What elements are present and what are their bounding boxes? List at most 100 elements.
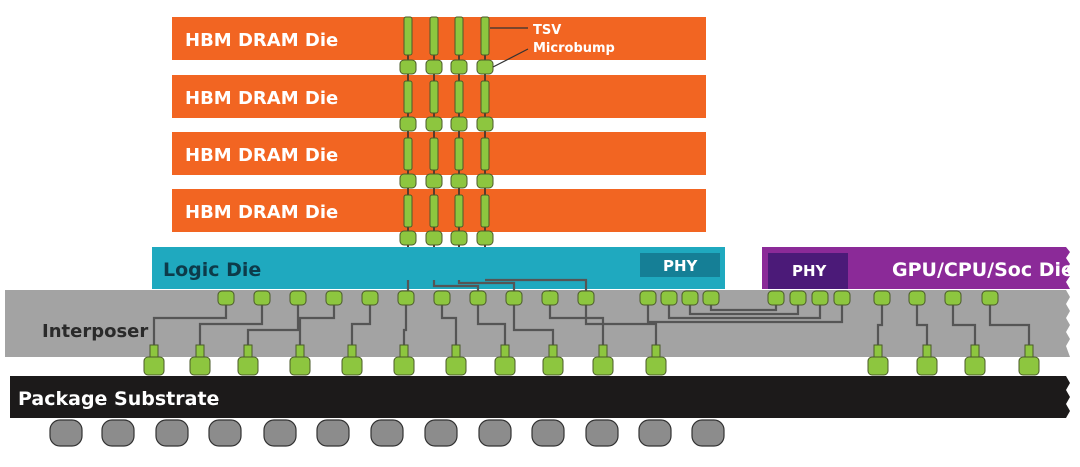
microbump bbox=[789, 290, 807, 306]
microbump bbox=[425, 59, 443, 75]
tsv bbox=[429, 137, 439, 171]
tsv bbox=[480, 137, 490, 171]
tsv bbox=[480, 194, 490, 228]
microbump bbox=[476, 173, 494, 189]
c4-bump bbox=[964, 356, 986, 376]
microbump bbox=[450, 173, 468, 189]
tsv bbox=[454, 80, 464, 114]
interposer-tsv bbox=[1024, 344, 1034, 358]
microbump bbox=[944, 290, 962, 306]
microbump bbox=[833, 290, 851, 306]
bump-array bbox=[143, 290, 1040, 376]
microbump bbox=[702, 290, 720, 306]
interposer-wire bbox=[988, 298, 1031, 362]
interposer-tsv bbox=[651, 344, 661, 358]
hbm-die-label: HBM DRAM Die bbox=[185, 145, 338, 166]
microbump bbox=[425, 230, 443, 246]
microbump bbox=[981, 290, 999, 306]
gpu-phy-label: PHY bbox=[792, 262, 828, 280]
microbump bbox=[397, 290, 415, 306]
microbump bbox=[425, 116, 443, 132]
c4-bump bbox=[143, 356, 165, 376]
interposer-tsv bbox=[399, 344, 409, 358]
solder-ball bbox=[155, 419, 189, 447]
gpu-phy-block bbox=[768, 253, 848, 289]
interposer-tsv bbox=[598, 344, 608, 358]
microbump-label: Microbump bbox=[533, 41, 615, 56]
solder-ball bbox=[478, 419, 512, 447]
hbm-dram-die bbox=[172, 17, 706, 60]
solder-ball bbox=[263, 419, 297, 447]
interposer-label: Interposer bbox=[42, 321, 148, 342]
interposer-wire bbox=[198, 298, 264, 362]
c4-bump bbox=[592, 356, 614, 376]
c4-bump bbox=[542, 356, 564, 376]
interposer-tsv bbox=[873, 344, 883, 358]
hbm-dram-die bbox=[172, 75, 706, 118]
c4-bump bbox=[189, 356, 211, 376]
interposer-tsv bbox=[149, 344, 159, 358]
microbump bbox=[450, 230, 468, 246]
solder-ball bbox=[49, 419, 83, 447]
package-substrate-label: Package Substrate bbox=[18, 388, 219, 410]
interposer bbox=[5, 290, 1070, 357]
tsv bbox=[403, 194, 413, 228]
microbump bbox=[505, 290, 523, 306]
microbump bbox=[639, 290, 657, 306]
c4-bump bbox=[1018, 356, 1040, 376]
hbm-dram-die bbox=[172, 132, 706, 175]
interposer-tsv bbox=[500, 344, 510, 358]
interposer-wire bbox=[915, 298, 929, 362]
solder-ball bbox=[531, 419, 565, 447]
interposer-tsv bbox=[295, 344, 305, 358]
tsv bbox=[403, 137, 413, 171]
interposer-wire bbox=[476, 298, 507, 362]
microbump bbox=[476, 230, 494, 246]
c4-bump bbox=[645, 356, 667, 376]
microbump bbox=[767, 290, 785, 306]
tsv bbox=[454, 137, 464, 171]
microbump bbox=[450, 116, 468, 132]
microbump bbox=[433, 290, 451, 306]
interposer-wire bbox=[440, 298, 458, 362]
interposer-tsv bbox=[195, 344, 205, 358]
interposer-wire bbox=[688, 298, 800, 316]
logic-phy-label: PHY bbox=[663, 257, 699, 275]
c4-bump bbox=[916, 356, 938, 376]
microbump bbox=[476, 59, 494, 75]
interposer-wire bbox=[876, 298, 884, 362]
microbump bbox=[908, 290, 926, 306]
microbump bbox=[399, 173, 417, 189]
microbump bbox=[469, 290, 487, 306]
microbump bbox=[325, 290, 343, 306]
tsv bbox=[454, 194, 464, 228]
hbm-die-label: HBM DRAM Die bbox=[185, 88, 338, 109]
solder-ball bbox=[691, 419, 725, 447]
microbump bbox=[577, 290, 595, 306]
interposer-wire bbox=[667, 298, 822, 320]
interposer-tsv bbox=[347, 344, 357, 358]
interposer-tsv bbox=[243, 344, 253, 358]
interposer-tsv bbox=[970, 344, 980, 358]
hbm-die-label: HBM DRAM Die bbox=[185, 30, 338, 51]
tsv bbox=[429, 80, 439, 114]
interposer-wire bbox=[152, 298, 228, 362]
tsv bbox=[429, 16, 439, 56]
interposer-wire bbox=[584, 298, 658, 362]
solder-ball-array bbox=[49, 419, 725, 447]
microbump bbox=[289, 290, 307, 306]
solder-ball bbox=[208, 419, 242, 447]
hbm-dram-die bbox=[172, 189, 706, 232]
interposer-wire bbox=[350, 298, 372, 362]
interposer-wire bbox=[951, 298, 977, 362]
interposer-tsv bbox=[922, 344, 932, 358]
c4-bump bbox=[393, 356, 415, 376]
gpu-die-label: GPU/CPU/Soc Die bbox=[892, 259, 1074, 281]
microbump bbox=[425, 173, 443, 189]
microbump bbox=[253, 290, 271, 306]
tsv bbox=[403, 16, 413, 56]
tsv-label: TSV bbox=[533, 23, 561, 38]
microbump bbox=[450, 59, 468, 75]
interposer-tsv bbox=[451, 344, 461, 358]
